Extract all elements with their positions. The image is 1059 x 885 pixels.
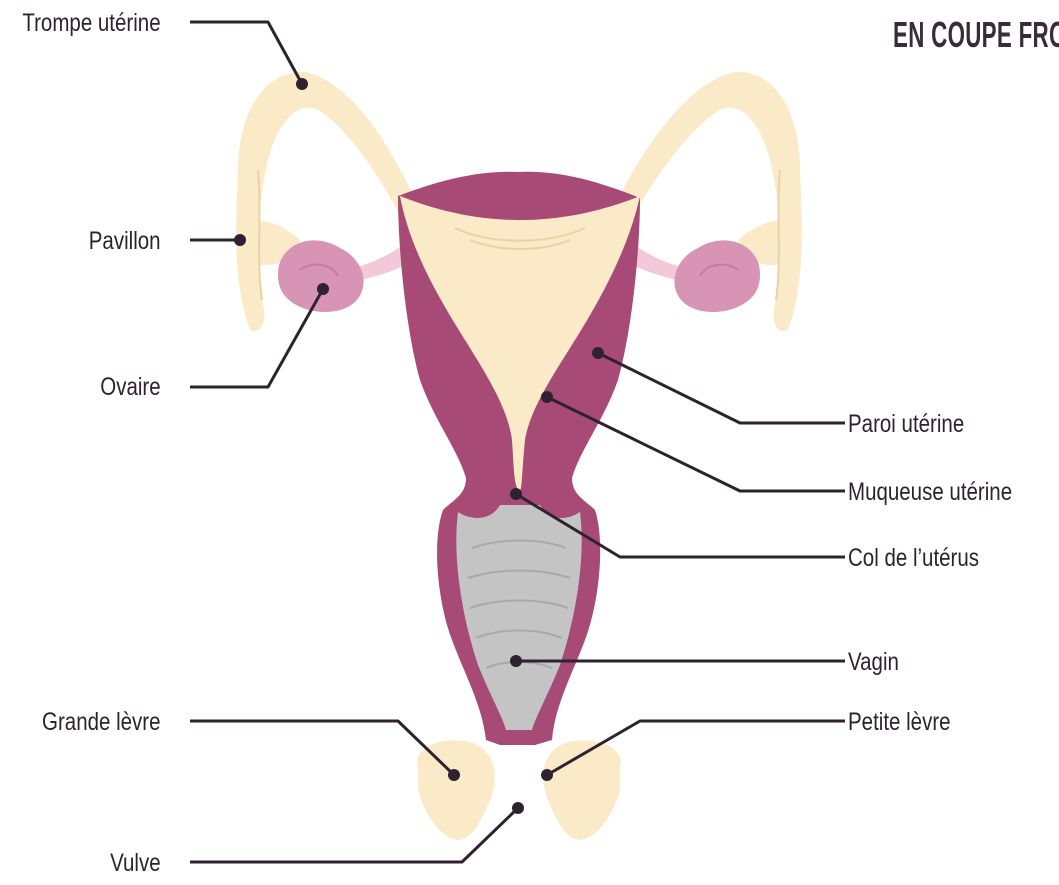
label-vagin: Vagin <box>848 647 899 677</box>
label-vulve: Vulve <box>110 848 161 878</box>
label-muqueuse-uterine: Muqueuse utérine <box>848 477 1012 507</box>
leader-line-trompe <box>190 22 302 84</box>
dot-ovaire <box>317 283 329 295</box>
left-ovary <box>278 240 364 312</box>
dot-paroi <box>592 347 604 359</box>
label-pavillon: Pavillon <box>89 226 161 256</box>
label-trompe-uterine: Trompe utérine <box>23 8 161 38</box>
dot-vulve <box>512 802 524 814</box>
left-labium <box>417 740 495 840</box>
dot-vagin <box>510 655 522 667</box>
labia <box>417 740 620 840</box>
dot-pavillon <box>234 234 246 246</box>
label-petite-levre: Petite lèvre <box>848 707 951 737</box>
label-grande-levre: Grande lèvre <box>42 707 161 737</box>
diagram-title: EN COUPE FRO <box>893 14 1059 56</box>
dot-col <box>510 488 522 500</box>
leader-line-paroi <box>598 353 845 423</box>
dot-trompe <box>296 78 308 90</box>
dot-petite-levre <box>541 769 553 781</box>
dot-grande-levre <box>448 769 460 781</box>
label-col-uterus: Col de l’utérus <box>848 543 979 573</box>
leader-line-grande-levre <box>190 721 454 775</box>
right-ovary <box>674 240 760 312</box>
label-paroi-uterine: Paroi utérine <box>848 409 964 439</box>
dot-muqueuse <box>541 391 553 403</box>
label-ovaire: Ovaire <box>101 372 161 402</box>
